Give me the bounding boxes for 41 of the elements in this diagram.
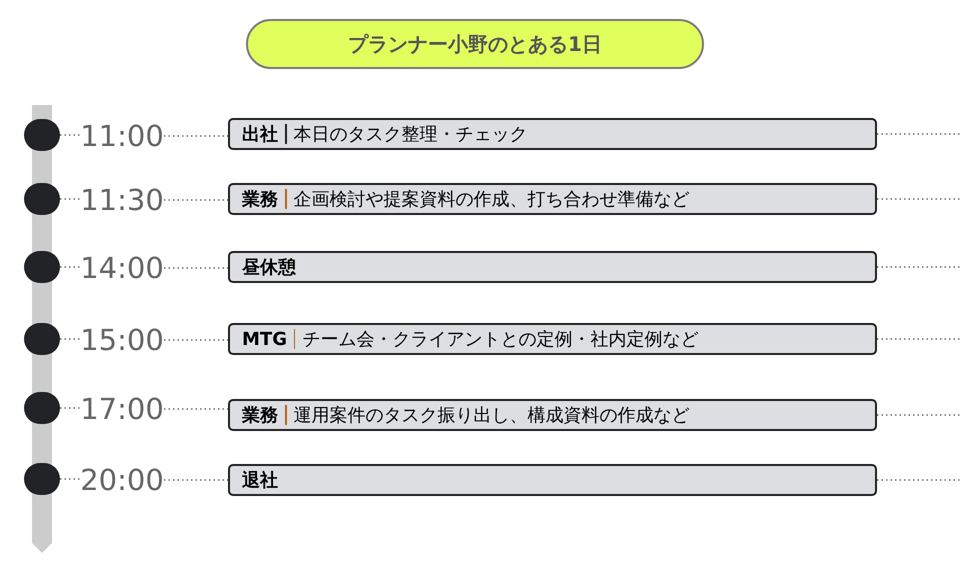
task-category: 昼休憩	[242, 256, 296, 280]
dotted-connector	[877, 414, 962, 416]
task-category: 業務	[242, 188, 278, 212]
title-pill: プランナー小野のとある1日	[246, 19, 704, 69]
dotted-connector	[164, 408, 228, 410]
time-label: 14:00	[80, 249, 164, 287]
task-category: 退社	[242, 468, 278, 492]
task-category: MTG	[242, 328, 287, 352]
dotted-connector	[60, 338, 80, 340]
task-category: 業務	[242, 404, 278, 428]
task-description: 本日のタスク整理・チェック	[294, 122, 528, 146]
dotted-connector	[164, 135, 228, 137]
time-label: 17:00	[80, 390, 164, 428]
dotted-connector	[164, 339, 228, 341]
dotted-connector	[164, 479, 228, 481]
task-category: 出社	[242, 122, 278, 146]
time-label: 11:30	[80, 181, 164, 219]
task-box	[228, 118, 877, 150]
task-box	[228, 399, 877, 431]
dotted-connector	[60, 198, 80, 200]
dotted-connector	[164, 199, 228, 201]
task-box	[228, 183, 877, 215]
time-label: 20:00	[80, 461, 164, 499]
dotted-connector	[877, 266, 962, 268]
task-box	[228, 464, 877, 496]
time-label: 15:00	[80, 321, 164, 359]
dotted-connector	[877, 198, 962, 200]
task-description: 企画検討や提案資料の作成、打ち合わせ準備など	[294, 188, 690, 212]
dotted-connector	[60, 478, 80, 480]
dotted-connector	[60, 266, 80, 268]
dotted-connector	[877, 338, 962, 340]
dotted-connector	[164, 267, 228, 269]
dotted-connector	[877, 133, 962, 135]
task-description: 運用案件のタスク振り出し、構成資料の作成など	[294, 404, 690, 428]
time-label: 11:00	[80, 117, 164, 155]
task-box	[228, 323, 877, 355]
dotted-connector	[877, 479, 962, 481]
dotted-connector	[60, 407, 80, 409]
task-description: チーム会・クライアントとの定例・社内定例など	[302, 328, 698, 352]
task-box	[228, 251, 877, 283]
dotted-connector	[60, 134, 80, 136]
